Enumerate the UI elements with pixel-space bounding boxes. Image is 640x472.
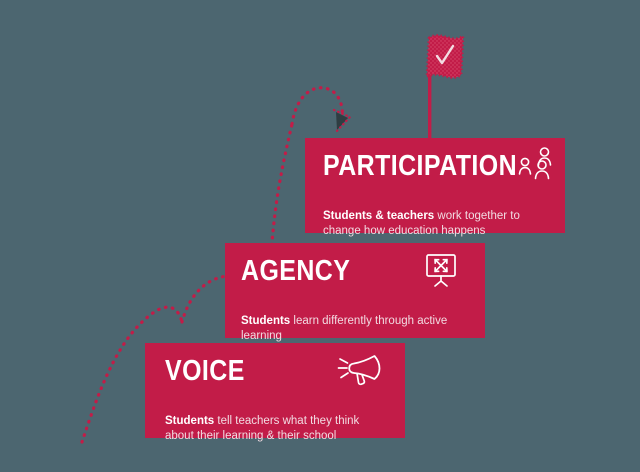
card-voice-description: Students tell teachers what they think a… bbox=[165, 398, 385, 445]
card-agency[interactable]: AGENCY Students learn differently throug… bbox=[225, 243, 485, 342]
card-agency-description: Students learn differently through activ… bbox=[241, 298, 461, 345]
card-participation-description: Students & teachers work together to cha… bbox=[323, 193, 543, 240]
card-voice-lead: Students bbox=[165, 414, 215, 427]
megaphone-icon bbox=[337, 355, 381, 386]
presentation-board-icon bbox=[426, 254, 456, 287]
path-segment-lower bbox=[80, 305, 184, 444]
flag-pole bbox=[428, 55, 432, 140]
card-agency-lead: Students bbox=[241, 314, 291, 327]
path-segment-top-arc bbox=[290, 86, 344, 126]
three-people-icon bbox=[518, 147, 552, 180]
card-agency-rest: learn differently through active learnin… bbox=[241, 314, 448, 343]
card-participation-lead: Students & teachers bbox=[323, 209, 435, 222]
path-arrowhead-icon bbox=[336, 112, 348, 130]
card-participation-rest: work together to change how education ha… bbox=[323, 209, 520, 238]
card-voice-rest: tell teachers what they think about thei… bbox=[165, 414, 360, 443]
path-arrowhead-outline bbox=[332, 108, 352, 134]
card-participation[interactable]: PARTICIPATION Students & teachers work t… bbox=[305, 138, 565, 237]
card-voice-title: VOICE bbox=[165, 355, 245, 387]
flag-checkmark-icon bbox=[435, 44, 455, 65]
card-voice[interactable]: VOICE Students tell teachers what they t… bbox=[145, 343, 405, 442]
card-participation-title: PARTICIPATION bbox=[323, 150, 518, 182]
card-agency-title: AGENCY bbox=[241, 255, 351, 287]
